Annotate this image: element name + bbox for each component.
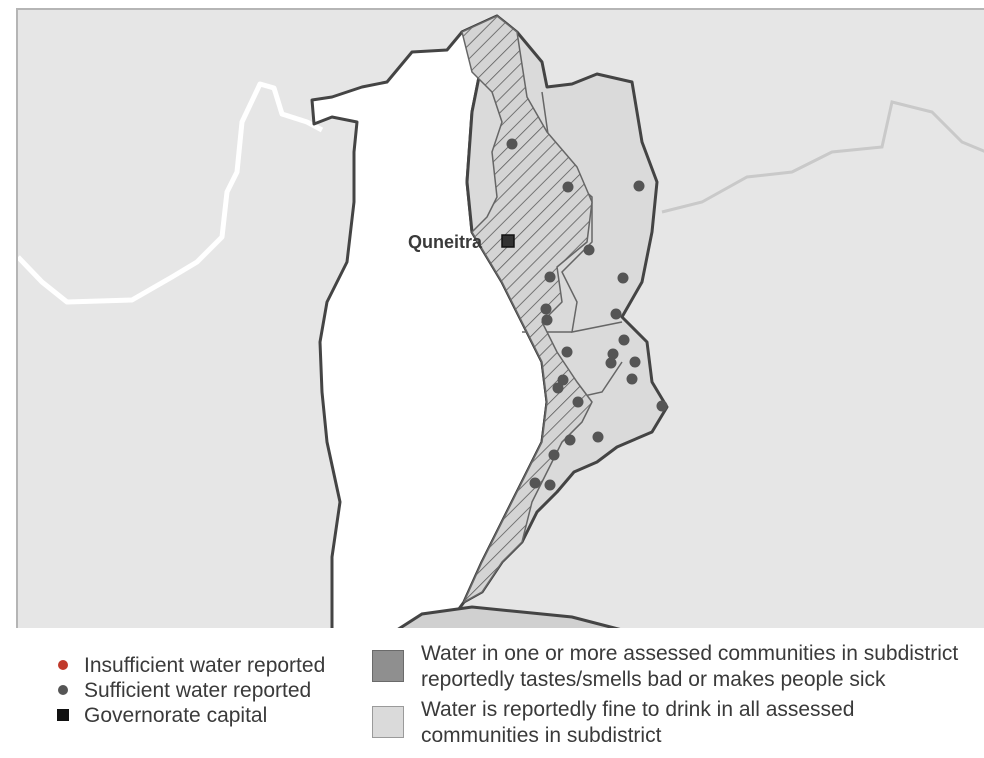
map-frame: Quneitra <box>16 8 984 758</box>
subdistrict-bad-water <box>461 15 593 603</box>
community-point-sufficient[interactable] <box>592 431 604 443</box>
community-point-sufficient[interactable] <box>633 180 645 192</box>
community-point-sufficient[interactable] <box>572 396 584 408</box>
community-point-sufficient[interactable] <box>561 346 573 358</box>
community-point-sufficient[interactable] <box>605 357 617 369</box>
legend-insufficient-icon <box>58 660 68 670</box>
community-point-sufficient[interactable] <box>617 272 629 284</box>
capital-marker[interactable] <box>501 234 515 248</box>
community-point-sufficient[interactable] <box>540 303 552 315</box>
neighbour-border-east <box>661 100 984 214</box>
capital-label: Quneitra <box>408 232 483 252</box>
community-point-sufficient[interactable] <box>529 477 541 489</box>
community-point-sufficient[interactable] <box>626 373 638 385</box>
legend: Insufficient water reported Sufficient w… <box>16 628 984 758</box>
community-point-sufficient[interactable] <box>583 244 595 256</box>
legend-sufficient-label: Sufficient water reported <box>84 679 312 702</box>
community-point-sufficient[interactable] <box>562 181 574 193</box>
legend-capital-label: Governorate capital <box>84 704 268 727</box>
community-point-sufficient[interactable] <box>564 434 576 446</box>
legend-bad-water-label-2: reportedly tastes/smells bad or makes pe… <box>421 668 886 691</box>
community-point-sufficient[interactable] <box>618 334 630 346</box>
legend-capital-icon <box>57 709 69 721</box>
legend-fine-water-label-2: communities in subdistrict <box>421 724 662 747</box>
community-point-sufficient[interactable] <box>629 356 641 368</box>
community-point-sufficient[interactable] <box>548 449 560 461</box>
legend-insufficient-label: Insufficient water reported <box>84 654 326 677</box>
legend-bad-water-swatch <box>372 650 404 682</box>
international-border-west <box>18 81 324 305</box>
legend-fine-water-label-1: Water is reportedly fine to drink in all… <box>421 698 855 721</box>
community-point-sufficient[interactable] <box>541 314 553 326</box>
community-point-sufficient[interactable] <box>656 400 668 412</box>
community-point-sufficient[interactable] <box>607 348 619 360</box>
community-point-sufficient[interactable] <box>544 271 556 283</box>
legend-fine-water-swatch <box>372 706 404 738</box>
community-point-sufficient[interactable] <box>544 479 556 491</box>
community-point-sufficient[interactable] <box>557 374 569 386</box>
map-canvas[interactable] <box>18 10 984 758</box>
community-point-sufficient[interactable] <box>552 382 564 394</box>
community-point-sufficient[interactable] <box>506 138 518 150</box>
assessment-points <box>506 138 668 491</box>
legend-sufficient-icon <box>58 685 68 695</box>
legend-bad-water-label-1: Water in one or more assessed communitie… <box>421 642 959 665</box>
community-point-sufficient[interactable] <box>610 308 622 320</box>
